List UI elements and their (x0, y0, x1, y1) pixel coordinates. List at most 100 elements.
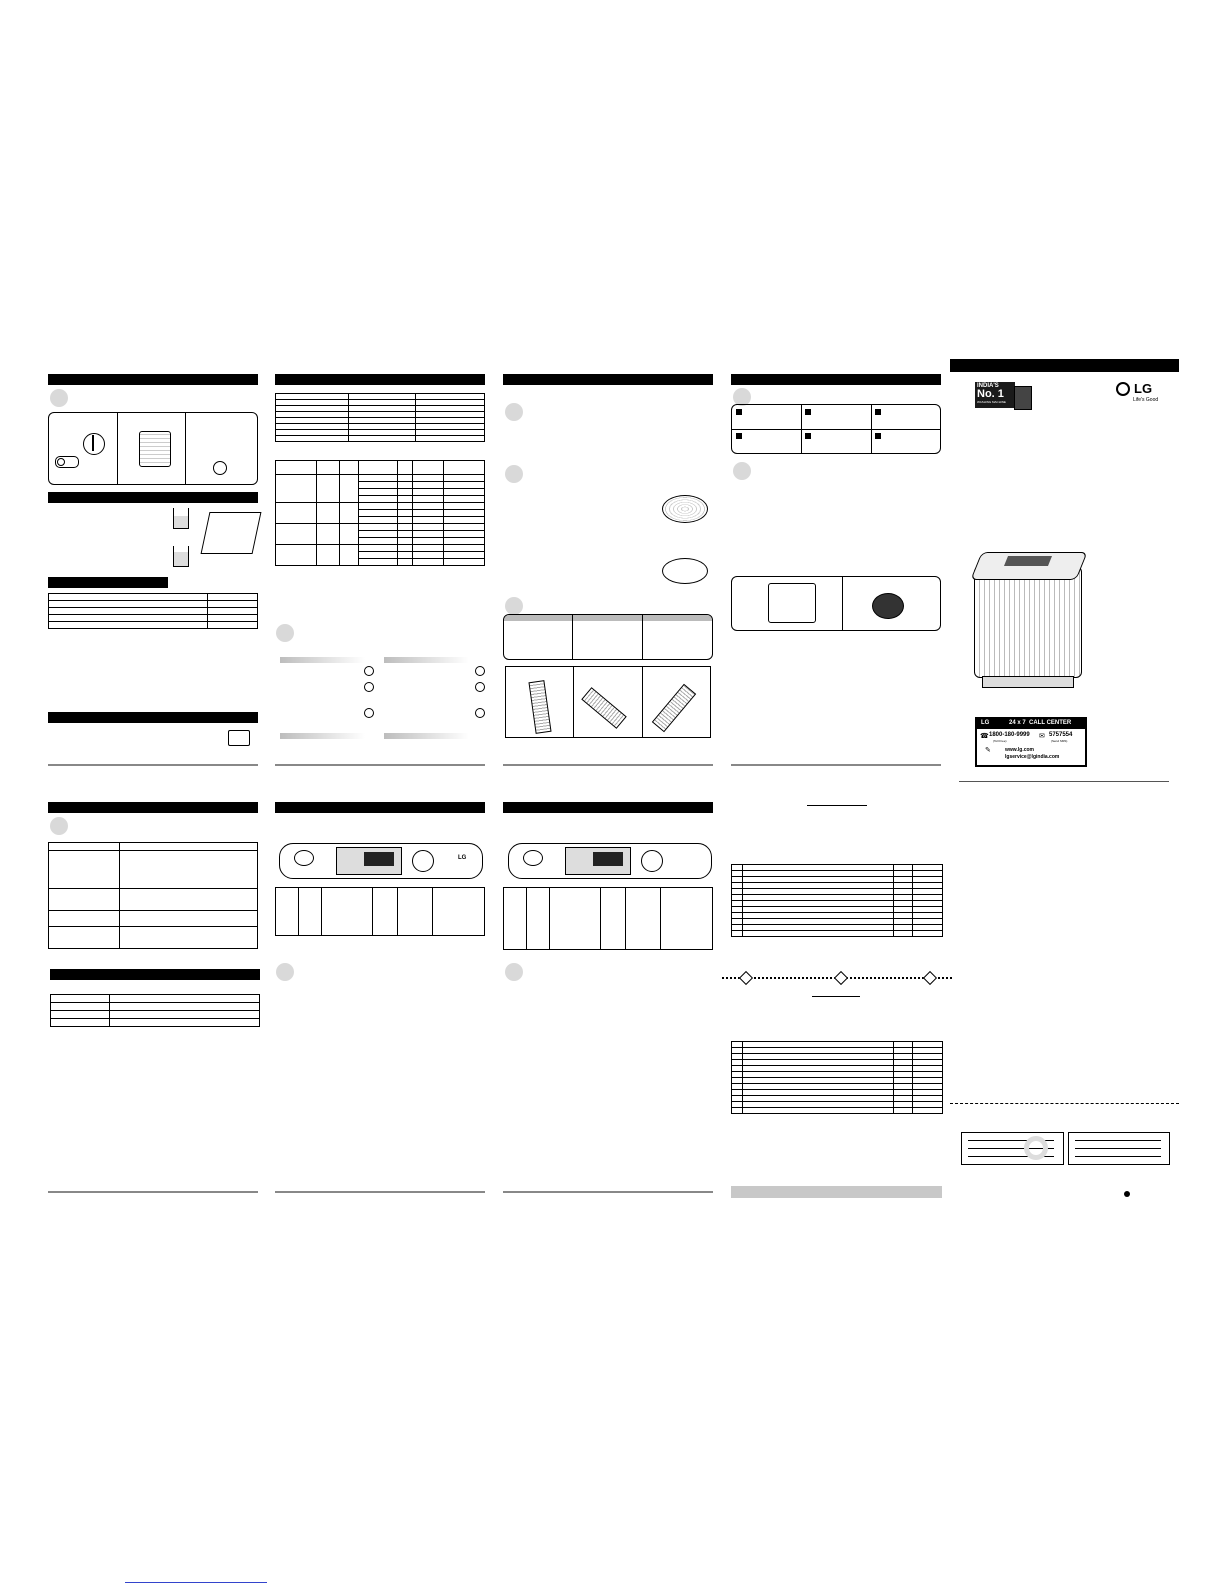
step-circle (505, 597, 523, 615)
section-header-bar (275, 374, 485, 385)
website: www.lg.com (1005, 747, 1034, 753)
page-divider (275, 764, 485, 766)
link-underline[interactable] (125, 1582, 267, 1583)
step-circle (50, 817, 68, 835)
step-circle (50, 389, 68, 407)
step-circle (733, 388, 751, 406)
sms-number: 5757554 (1049, 732, 1073, 738)
page-divider (503, 764, 713, 766)
timer-knob-icon (83, 433, 105, 455)
filter-steps-box (503, 614, 713, 660)
sms-icon: ✉ (1039, 733, 1045, 740)
pulsator-icon (662, 558, 708, 584)
section-header-bar (275, 802, 485, 813)
call-center-title: 24 x 7 CALL CENTER (1009, 720, 1072, 726)
washing-machine-illustration (970, 552, 1088, 688)
section-header-bar (48, 577, 168, 588)
panel-brand: LG (458, 855, 467, 861)
option-header (384, 657, 469, 663)
section-header-bar (50, 969, 260, 980)
cover-rule (959, 781, 1169, 782)
section-header-bar (503, 802, 713, 813)
machine-icon (768, 583, 816, 623)
step-circle (505, 963, 523, 981)
power-switch-icon (55, 456, 79, 468)
spec-table (48, 593, 258, 629)
warranty-slip (961, 1132, 1064, 1165)
page-divider (503, 1191, 713, 1193)
troubleshoot-table (48, 842, 258, 949)
section-header-bar (48, 374, 258, 385)
page-divider (48, 1191, 258, 1193)
pulsator-icon (662, 495, 708, 523)
scissors-icon (833, 970, 849, 986)
step-circle (505, 465, 523, 483)
page-divider (48, 764, 258, 766)
page-divider (275, 1191, 485, 1193)
cover-header-bar (950, 359, 1179, 372)
option-header (280, 657, 365, 663)
water-level-glass-icon (173, 508, 189, 529)
step-circle (733, 462, 751, 480)
button-icon (364, 682, 374, 692)
warranty-slip (1068, 1132, 1170, 1165)
web-icon: ✎ (985, 747, 991, 754)
machine-icon (139, 431, 171, 467)
email: lgservice@lgindia.com (1005, 754, 1060, 760)
wash-course-table (275, 460, 485, 566)
washing-machine-mini-icon (1014, 386, 1032, 410)
step-circle (505, 403, 523, 421)
cut-line (950, 1103, 1179, 1104)
button-icon (475, 666, 485, 676)
lg-logo (1116, 382, 1130, 396)
control-panel-illustration (508, 843, 712, 879)
service-record-table (731, 1041, 943, 1114)
india-no1-badge: INDIA'S No. 1 WASHING MACHINE (975, 382, 1015, 408)
option-footer (384, 733, 469, 739)
call-center-card: LG 24 x 7 CALL CENTER ☎ 1800-180-9999 (T… (975, 717, 1087, 767)
panel-legend-table (275, 887, 485, 936)
water-tap-icon (228, 730, 250, 746)
lg-watermark-logo (1024, 1136, 1048, 1160)
spec-table (50, 994, 260, 1027)
page-divider (731, 764, 941, 766)
title-underline (807, 805, 867, 806)
phone-note: (Toll Free) (993, 739, 1007, 743)
water-level-glass-icon (173, 546, 189, 567)
filter-icon (651, 683, 697, 733)
tagline: Life's Good (1133, 397, 1159, 403)
section-header-bar (48, 802, 258, 813)
footer-gray-band (731, 1186, 942, 1198)
detergent-machine-icon (200, 512, 262, 554)
drain-tub-icon (872, 593, 904, 619)
section-header-bar (48, 712, 258, 723)
control-illustration-box (48, 412, 258, 485)
button-icon (364, 708, 374, 718)
call-center-brand: LG (981, 720, 990, 726)
filter-icon (581, 687, 627, 729)
lint-filter-illustration (505, 666, 711, 738)
bullet-dot (1124, 1191, 1130, 1197)
scissors-icon (738, 970, 754, 986)
option-footer (280, 733, 365, 739)
care-steps-box (731, 404, 941, 454)
section-header-bar (48, 492, 258, 503)
button-icon (475, 708, 485, 718)
button-icon (475, 682, 485, 692)
drain-hose-illustration (731, 576, 941, 631)
brand-name: LG (1134, 381, 1153, 396)
sms-note: (Send SMS) (1051, 739, 1068, 743)
step-circle (276, 963, 294, 981)
start-button-icon (213, 461, 227, 475)
panel-legend-table (503, 887, 713, 950)
title-underline (812, 996, 860, 997)
section-header-bar (731, 374, 941, 385)
service-record-table (731, 864, 943, 937)
phone-icon: ☎ (980, 733, 989, 740)
button-icon (364, 666, 374, 676)
program-table (275, 393, 485, 442)
control-panel-illustration: LG (279, 843, 483, 879)
scissors-icon (922, 970, 938, 986)
filter-icon (528, 680, 552, 734)
phone-number: 1800-180-9999 (989, 732, 1030, 738)
